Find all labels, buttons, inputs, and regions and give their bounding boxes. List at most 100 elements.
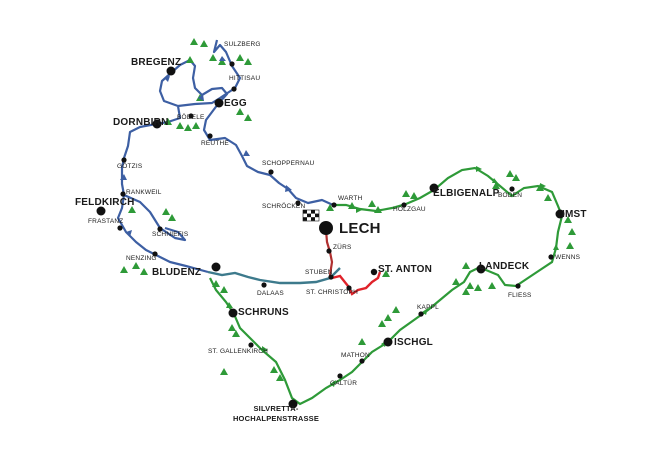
label-frastanz: FRASTANZ xyxy=(88,218,124,225)
label-lech: LECH xyxy=(339,220,381,237)
label-schoppernau: SCHOPPERNAU xyxy=(262,160,315,167)
tree-icon xyxy=(506,170,514,177)
tree-icon xyxy=(512,174,520,181)
tree-icon xyxy=(402,190,410,197)
label-warth: WARTH xyxy=(338,195,363,202)
tree-icon xyxy=(452,278,460,285)
label-st-anton: ST. ANTON xyxy=(378,264,433,275)
tree-icon xyxy=(140,268,148,275)
label-boden: BODEN xyxy=(498,192,523,199)
tree-icon xyxy=(492,182,500,189)
label-dalaas: DALAAS xyxy=(257,290,284,297)
red-route xyxy=(331,271,382,296)
label-imst: IMST xyxy=(562,209,587,220)
tree-icon xyxy=(192,122,200,129)
tree-icon xyxy=(474,284,482,291)
label-silvretta: SILVRETTA- HOCHALPENSTRASSE xyxy=(226,404,326,424)
tree-icon xyxy=(326,204,334,211)
tree-icon xyxy=(568,228,576,235)
label-bludenz: BLUDENZ xyxy=(152,267,202,278)
tree-icon xyxy=(218,58,226,65)
label-fliess: FLIESS xyxy=(508,292,532,299)
label-schniefis: SCHNIEFIS xyxy=(152,231,189,238)
label-feldkirch: FELDKIRCH xyxy=(75,197,135,208)
label-gotzis: GÖTZIS xyxy=(117,163,143,170)
label-holzgau: HOLZGAU xyxy=(393,206,426,213)
tree-icon xyxy=(184,124,192,131)
tree-icon xyxy=(410,192,418,199)
tree-icon xyxy=(368,200,376,207)
tree-icon xyxy=(462,262,470,269)
tree-icon xyxy=(244,58,252,65)
label-bregenz: BREGENZ xyxy=(131,57,182,68)
tree-icon xyxy=(132,262,140,269)
label-rankweil: RANKWEIL xyxy=(126,189,162,196)
label-stuben: STUBEN xyxy=(305,269,333,276)
tree-icon xyxy=(392,306,400,313)
tree-icon xyxy=(200,40,208,47)
label-bodele: BÖDELE xyxy=(177,114,205,121)
tree-icon xyxy=(270,366,278,373)
label-st-christoph: ST. CHRISTOPH xyxy=(306,289,358,296)
tree-icon xyxy=(236,108,244,115)
tree-icon xyxy=(209,54,217,61)
green-route-north xyxy=(209,166,564,406)
tree-icon xyxy=(176,122,184,129)
label-dornbirn: DORNBIRN xyxy=(113,117,169,128)
tree-icon xyxy=(120,266,128,273)
tree-icon xyxy=(220,286,228,293)
tree-icon xyxy=(164,118,172,125)
label-st-gallenkirch: ST. GALLENKIRCH xyxy=(208,348,269,355)
tree-icon xyxy=(220,368,228,375)
label-silvretta-line2: HOCHALPENSTRASSE xyxy=(232,414,320,423)
tree-icon xyxy=(566,242,574,249)
label-kappl: KAPPL xyxy=(417,304,439,311)
label-mathon: MATHON xyxy=(341,352,370,359)
tree-icon xyxy=(378,320,386,327)
tree-icon xyxy=(348,202,356,209)
tree-icon xyxy=(236,54,244,61)
tree-icon xyxy=(232,330,240,337)
tree-icon xyxy=(466,282,474,289)
label-silvretta-line1: SILVRETTA- xyxy=(253,404,299,413)
label-sulzberg: SULZBERG xyxy=(224,41,261,48)
blue-direction-arrows xyxy=(120,56,292,237)
tree-icon xyxy=(374,206,382,213)
label-reuthe: REUTHE xyxy=(201,140,229,147)
tree-icon xyxy=(228,324,236,331)
label-elbigenalp: ELBIGENALP xyxy=(433,188,500,199)
label-landeck: LANDECK xyxy=(479,261,530,272)
blue-route xyxy=(116,39,334,274)
tree-icon xyxy=(564,216,572,223)
label-zurs: ZÜRS xyxy=(333,244,352,251)
tree-icon xyxy=(544,194,552,201)
tree-icon xyxy=(358,338,366,345)
tree-icon xyxy=(212,280,220,287)
direction-arrows xyxy=(226,166,559,387)
tree-icon xyxy=(168,214,176,221)
place-dots xyxy=(96,61,565,409)
tree-icon xyxy=(128,206,136,213)
tree-icon xyxy=(488,282,496,289)
label-schruns: SCHRUNS xyxy=(238,307,289,318)
label-egg: EGG xyxy=(224,98,247,109)
tree-icon xyxy=(244,114,252,121)
label-ischgl: ISCHGL xyxy=(394,337,433,348)
arlberg-west-route xyxy=(207,267,341,285)
label-galtur: GALTÜR xyxy=(330,380,358,387)
label-schrocken: SCHRÖCKEN xyxy=(262,203,306,210)
tree-icon xyxy=(190,38,198,45)
tree-icon xyxy=(162,208,170,215)
tree-icon xyxy=(462,288,470,295)
tree-icon xyxy=(276,374,284,381)
label-hittisau: HITTISAU xyxy=(229,75,261,82)
label-wenns: WENNS xyxy=(555,254,581,261)
tree-icon xyxy=(382,270,390,277)
tree-icon xyxy=(186,56,194,63)
start-flag-icon xyxy=(302,209,320,222)
label-nenzing: NENZING xyxy=(126,255,157,262)
tree-icon xyxy=(384,314,392,321)
tree-icons xyxy=(120,38,576,381)
